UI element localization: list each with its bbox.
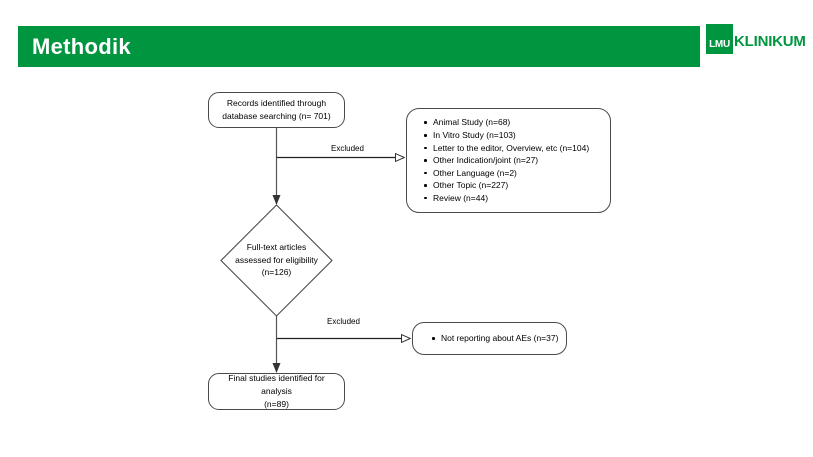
node-eligibility: Full-text articles assessed for eligibil… [221, 205, 332, 316]
node-not-reporting-aes: Not reporting about AEs (n=37) [412, 322, 567, 355]
node-records-identified-text: Records identified through database sear… [222, 98, 331, 121]
node-eligibility-text: Full-text articles assessed for eligibil… [235, 242, 318, 278]
list-item: Review (n=44) [424, 192, 606, 205]
klinikum-wordmark: KLINIKUM [734, 33, 806, 50]
list-item: Animal Study (n=68) [424, 116, 606, 129]
excluded-reasons-list: Animal Study (n=68) In Vitro Study (n=10… [407, 116, 610, 204]
edge-label-excluded-1: Excluded [331, 144, 364, 153]
node-excluded-reasons: Animal Study (n=68) In Vitro Study (n=10… [406, 108, 611, 213]
slide-header-bar [18, 26, 700, 67]
list-item: Other Indication/joint (n=27) [424, 154, 606, 167]
list-item: Other Topic (n=227) [424, 179, 606, 192]
lmu-klinikum-logo: LMU KLINIKUM [706, 20, 806, 54]
list-item: In Vitro Study (n=103) [424, 129, 606, 142]
lmu-logo-mark: LMU [706, 24, 733, 54]
list-item: Other Language (n=2) [424, 167, 606, 180]
node-final-studies: Final studies identified for analysis (n… [208, 373, 345, 410]
page-title: Methodik [32, 34, 131, 59]
node-records-identified: Records identified through database sear… [208, 92, 345, 128]
list-item: Letter to the editor, Overview, etc (n=1… [424, 142, 606, 155]
node-final-studies-text: Final studies identified for analysis (n… [228, 373, 325, 409]
edge-label-excluded-2: Excluded [327, 317, 360, 326]
lmu-logo-mark-label: LMU [709, 39, 730, 50]
node-not-reporting-aes-text: Not reporting about AEs (n=37) [431, 333, 559, 344]
eligibility-diamond-shape [220, 204, 333, 317]
